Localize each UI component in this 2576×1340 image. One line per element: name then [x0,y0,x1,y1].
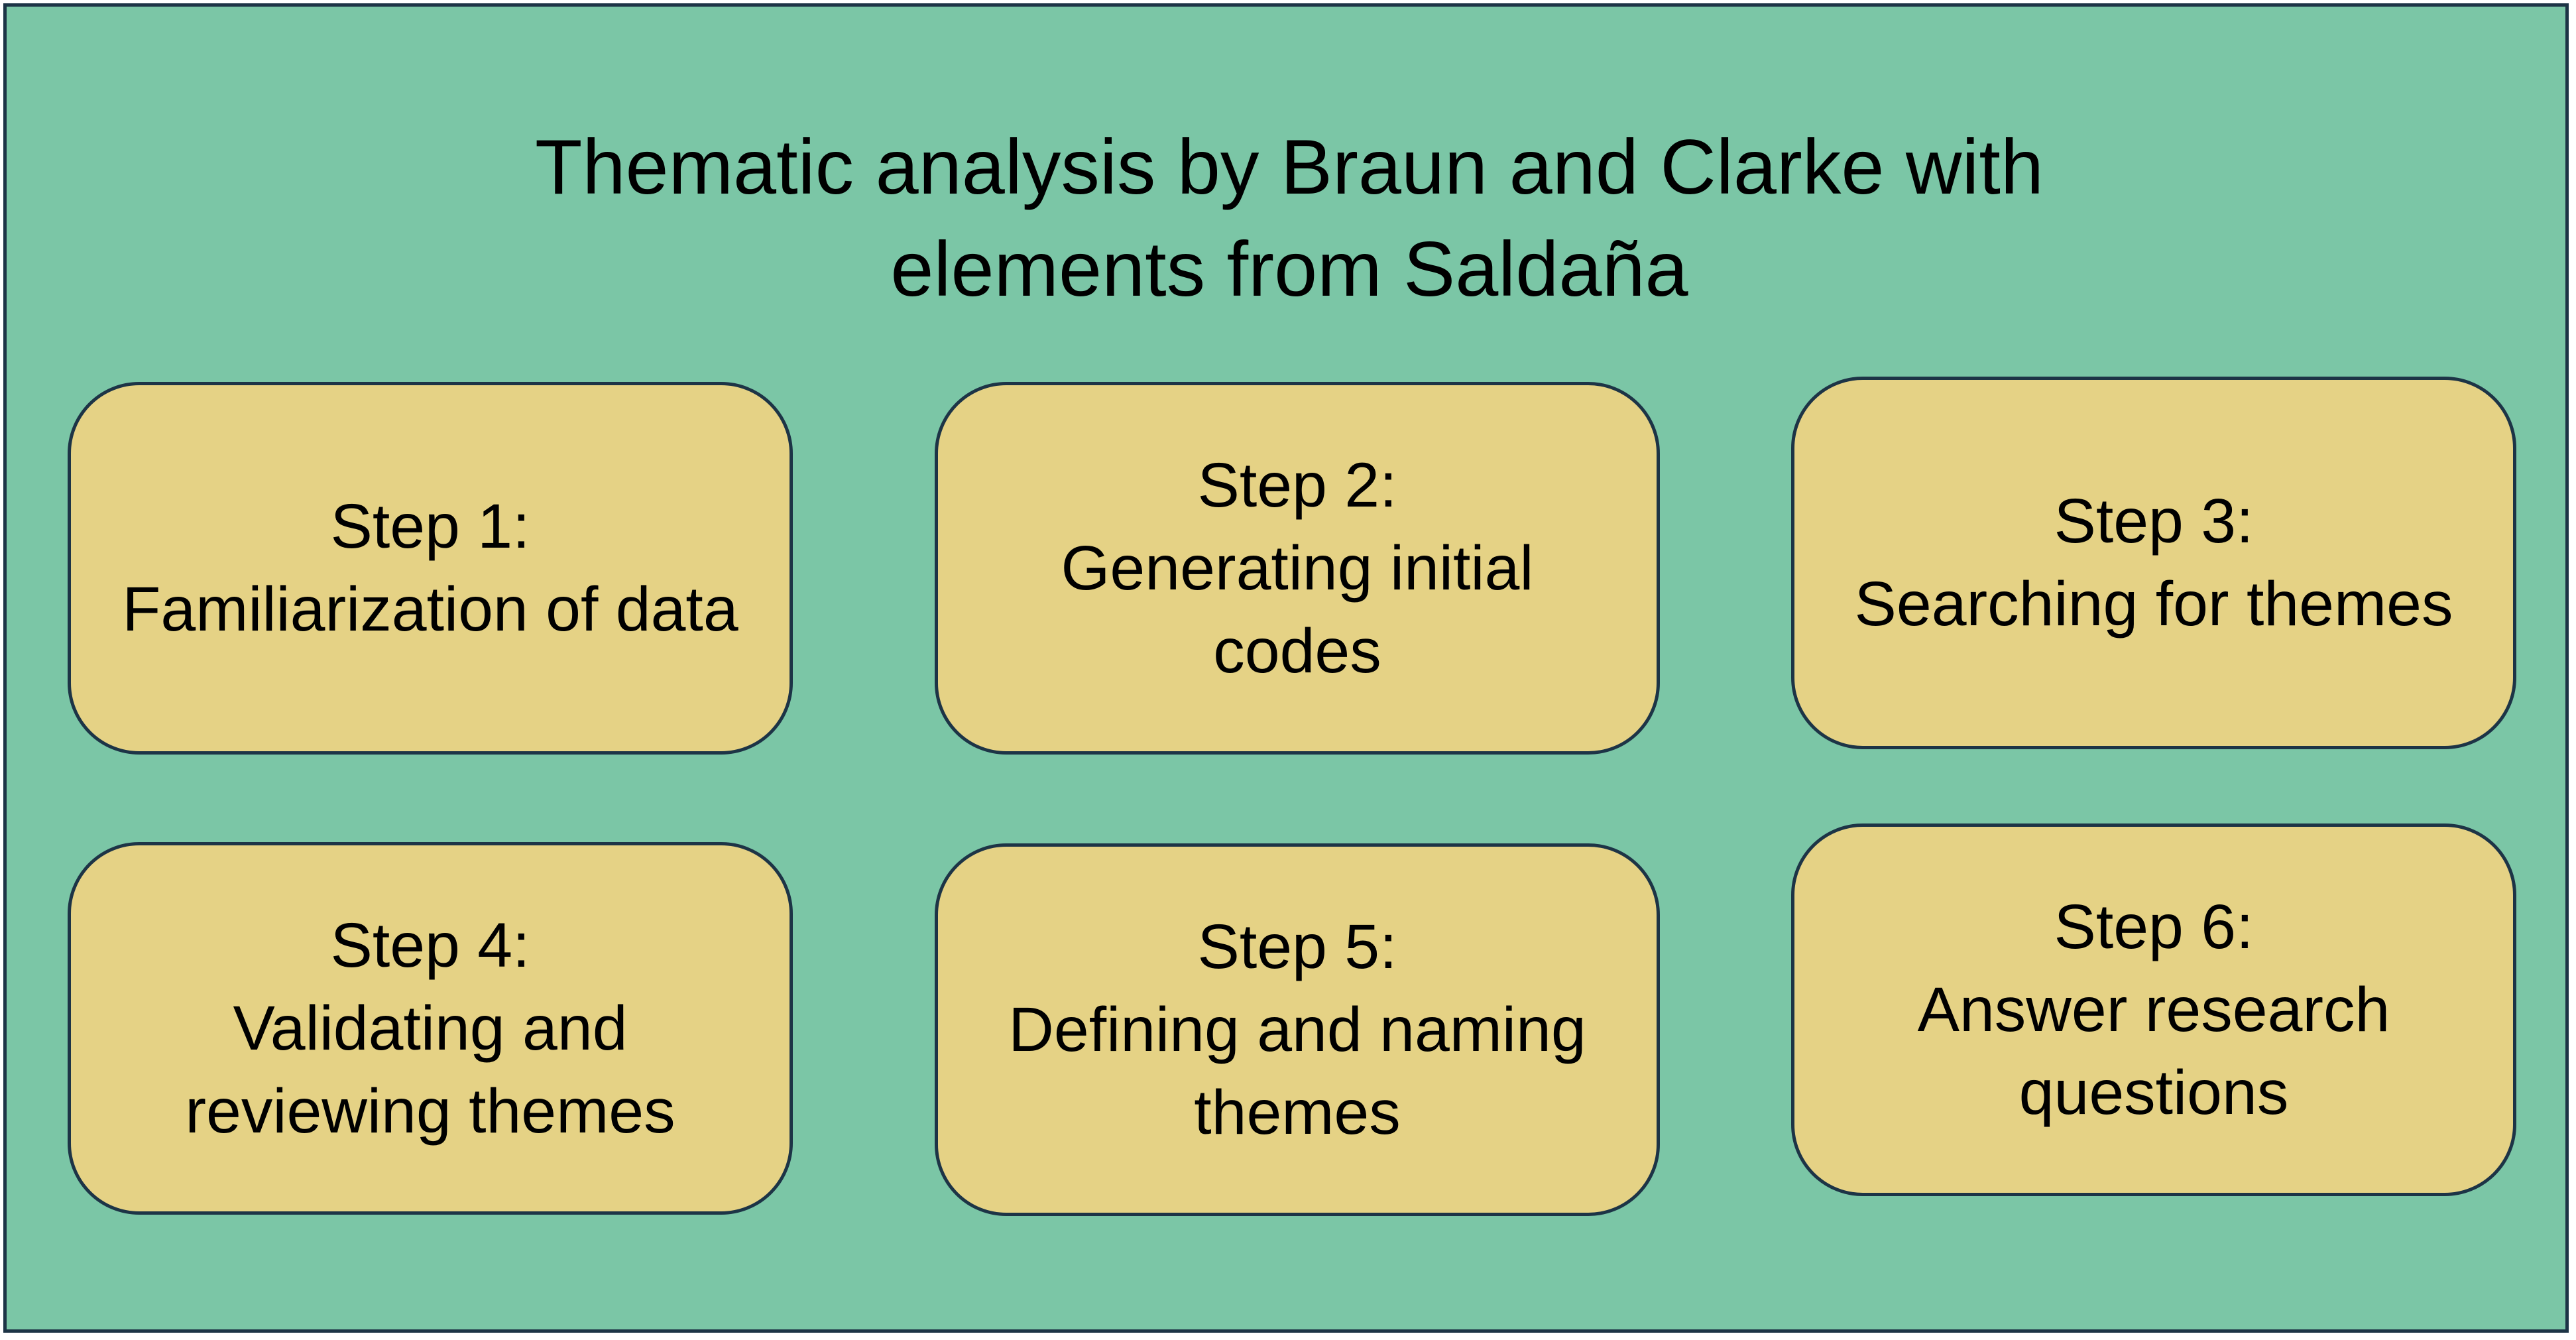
step-3-text-line-1: Searching for themes [1854,569,2453,639]
step-5-text-line-2: themes [1194,1077,1401,1148]
diagram-title-line-2: elements from Saldaña [890,225,1688,312]
step-2-text-line-2: codes [1213,615,1381,686]
diagram-title-line-1: Thematic analysis by Braun and Clarke wi… [534,123,2044,210]
diagram-title: Thematic analysis by Braun and Clarke wi… [7,116,2572,320]
step-4-text-line-2: reviewing themes [185,1075,675,1146]
diagram-panel: Thematic analysis by Braun and Clarke wi… [3,3,2569,1333]
step-5-label: Step 5: [1197,911,1397,982]
step-4-label: Step 4: [330,910,530,981]
step-6-text-line-2: questions [2019,1057,2289,1128]
step-6-box: Step 6: Answer research questions [1791,823,2516,1196]
step-6-text-line-1: Answer research [1917,974,2390,1045]
step-6-label: Step 6: [2054,891,2254,962]
step-1-box: Step 1: Familiarization of data [68,382,793,755]
step-5-box: Step 5: Defining and naming themes [935,843,1660,1216]
step-2-box: Step 2: Generating initial codes [935,382,1660,755]
step-2-text-line-1: Generating initial [1061,532,1534,603]
step-1-text-line-1: Familiarization of data [122,574,738,644]
step-3-label: Step 3: [2054,486,2254,556]
step-2-label: Step 2: [1197,450,1397,520]
step-4-box: Step 4: Validating and reviewing themes [68,842,793,1215]
step-1-label: Step 1: [330,491,530,562]
step-3-box: Step 3: Searching for themes [1791,377,2516,749]
step-4-text-line-1: Validating and [233,993,628,1064]
step-5-text-line-1: Defining and naming [1008,994,1586,1065]
